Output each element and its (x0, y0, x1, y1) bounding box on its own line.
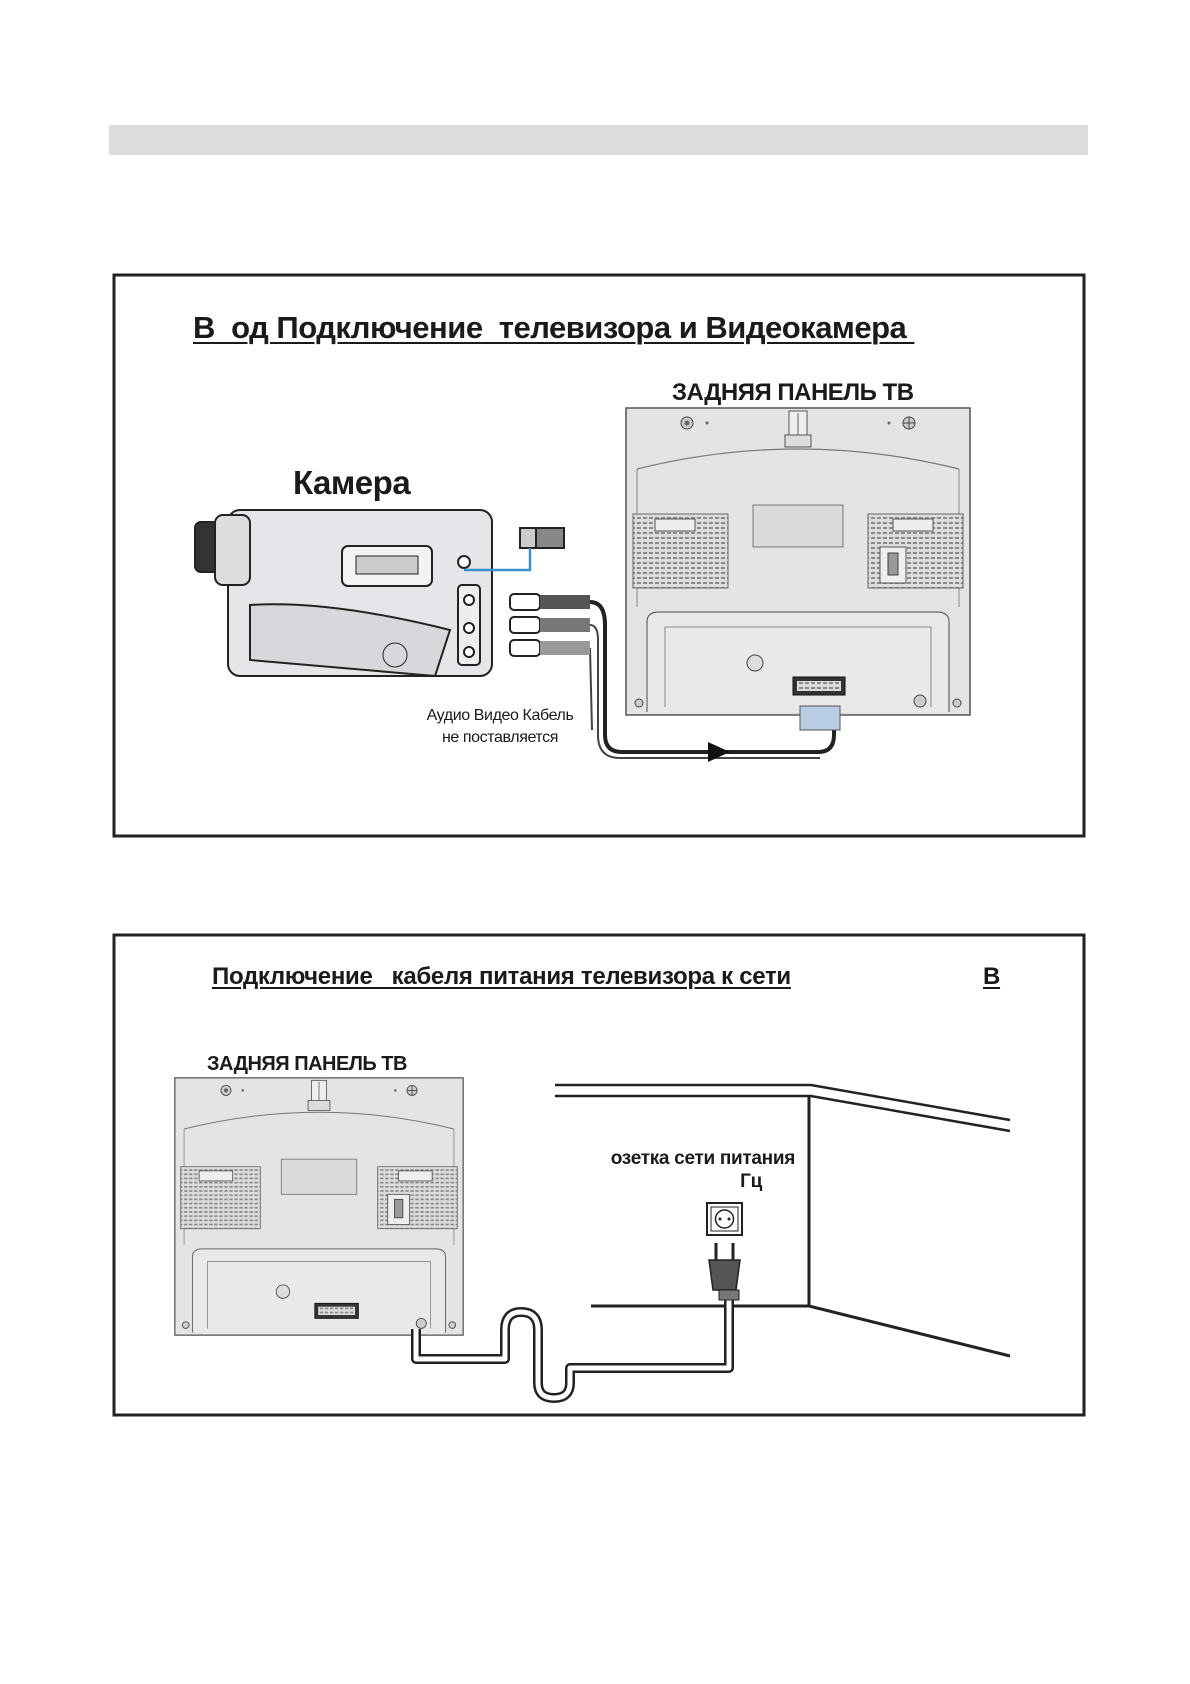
outlet-label-line2: Гц (740, 1171, 762, 1192)
arrow-right-icon (708, 742, 730, 762)
av-cable (509, 593, 841, 762)
tv-rear-panel-label-2: ЗАДНЯЯ ПАНЕЛЬ ТВ (207, 1053, 407, 1075)
power-cord (411, 1243, 741, 1403)
wall-outline (555, 1083, 1011, 1358)
section2-title-suffix: В (983, 963, 1001, 990)
tv-rear-panel-label: ЗАДНЯЯ ПАНЕЛЬ ТВ (672, 379, 914, 406)
section1-title: В од Подключение телевизора и Видеокамер… (193, 310, 915, 345)
tv-rear-panel-image (625, 407, 971, 716)
camcorder-image (194, 509, 565, 678)
section1-frame (112, 273, 1086, 838)
cable-note-line1: Аудио Видео Кабель (426, 707, 574, 724)
camera-label: Камера (293, 464, 411, 501)
wall-socket-icon (706, 1202, 743, 1236)
tv-rear-panel-image-2 (174, 1077, 464, 1336)
cable-note-line2: не поставляется (441, 729, 559, 746)
outlet-label-line1: озетка сети питания (610, 1148, 796, 1169)
section2-frame (112, 933, 1086, 1417)
section2-title: Подключение кабеля питания телевизора к … (212, 963, 791, 990)
header-bar (109, 125, 1088, 155)
